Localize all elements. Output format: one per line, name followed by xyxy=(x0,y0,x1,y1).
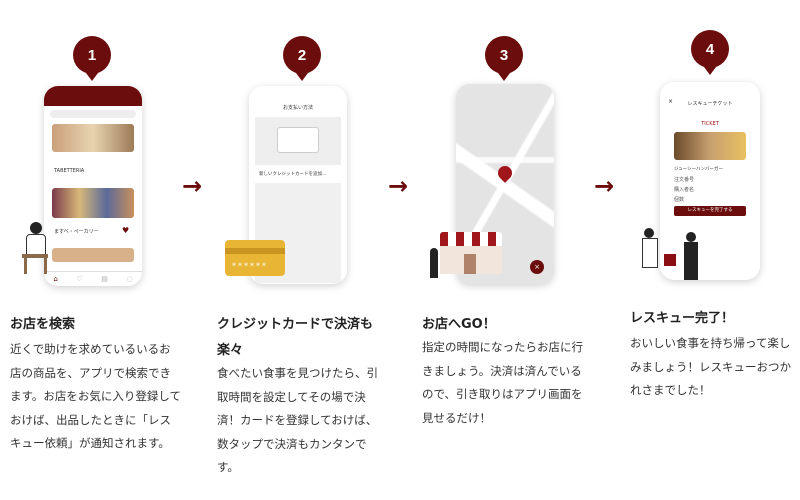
app-header-bar xyxy=(44,86,142,106)
shop-name: ますベ・ペーカリー xyxy=(54,229,99,235)
step-number-badge: 4 xyxy=(691,30,729,75)
person-with-phone-illustration xyxy=(18,220,56,276)
phone-mockup: TABETTERIA ますベ・ペーカリー ♥ ⌂ ♡ ▤ ◌ xyxy=(44,86,142,286)
credit-card-icon: ＊＊＊＊＊＊ xyxy=(225,240,285,276)
search-bar[interactable] xyxy=(50,110,136,118)
close-icon[interactable]: × xyxy=(668,98,674,105)
person-standing-illustration xyxy=(430,248,438,278)
heart-icon[interactable]: ♥ xyxy=(122,226,130,235)
step-title: レスキュー完了！ xyxy=(630,311,735,326)
step-1: 1 TABETTERIA ますベ・ペーカリー ♥ ⌂ ♡ ▤ ◌ お店を検索 近… xyxy=(0,0,190,500)
heart-icon[interactable]: ♡ xyxy=(76,275,83,283)
step-3: 3 × お店へGO！ 指定の時間になったらお店に行きましょう。決済は済んでいるの… xyxy=(412,0,602,500)
order-number-label: 注文番号 xyxy=(674,177,695,183)
ticket-label: TICKET xyxy=(701,121,719,127)
shop-name: TABETTERIA xyxy=(54,168,85,174)
step-description: 指定の時間になったらお店に行きましょう。決済は済んでいるので、引き取りはアプリ画… xyxy=(422,340,583,425)
step-description: 食べたい食事を見つけたら、引取時間を設定してその場で決済！カードを登録しておけば… xyxy=(217,366,378,474)
map-view[interactable] xyxy=(456,84,554,284)
home-icon[interactable]: ⌂ xyxy=(53,275,58,283)
list-icon[interactable]: ▤ xyxy=(101,275,108,283)
food-image xyxy=(52,248,134,262)
storefront-icon xyxy=(440,232,502,276)
arrow-icon: → xyxy=(182,172,203,200)
step-title: クレジットカードで決済も楽々 xyxy=(217,317,374,358)
arrow-icon: → xyxy=(594,172,615,200)
user-icon[interactable]: ◌ xyxy=(126,275,133,283)
food-image xyxy=(52,124,134,152)
phone-mockup: × レスキューチケット TICKET ジューシーハンバーガー 注文番号 購入者名… xyxy=(660,82,760,280)
step-number-badge: 3 xyxy=(485,36,523,81)
food-image xyxy=(674,132,746,160)
screen-header: お支払い方法 xyxy=(282,105,313,111)
step-4: 4 × レスキューチケット TICKET ジューシーハンバーガー 注文番号 購入… xyxy=(620,0,800,500)
credit-card-thumb[interactable] xyxy=(277,127,319,153)
quantity-label: 個数 xyxy=(674,197,685,203)
food-image xyxy=(52,188,134,218)
step-number-badge: 2 xyxy=(283,36,321,81)
step-title: お店へGO！ xyxy=(422,317,496,332)
step-number-badge: 1 xyxy=(73,36,111,81)
people-handover-illustration xyxy=(640,228,716,288)
bottom-nav: ⌂ ♡ ▤ ◌ xyxy=(44,271,142,286)
step-title: お店を検索 xyxy=(10,317,76,332)
step-description: 近くで助けを求めているいるお店の商品を、アプリで検索できます。お店をお気に入り登… xyxy=(10,342,182,450)
screen-header: レスキューチケット xyxy=(687,101,733,107)
add-card-button[interactable]: 新しいクレジットカードを追加... xyxy=(259,172,327,177)
step-description: おいしい食事を持ち帰って楽しみましょう！レスキューおつかれさまでした！ xyxy=(630,336,791,397)
complete-rescue-button[interactable]: レスキューを完了する xyxy=(674,206,746,216)
arrow-icon: → xyxy=(388,172,409,200)
step-2: 2 お支払い方法 新しいクレジットカードを追加... ＊＊＊＊＊＊ クレジットカ… xyxy=(205,0,395,500)
close-icon[interactable]: × xyxy=(530,260,544,274)
buyer-name-label: 購入者名 xyxy=(674,187,695,193)
item-name: ジューシーハンバーガー xyxy=(674,167,724,172)
phone-mockup: お支払い方法 新しいクレジットカードを追加... xyxy=(249,86,347,284)
